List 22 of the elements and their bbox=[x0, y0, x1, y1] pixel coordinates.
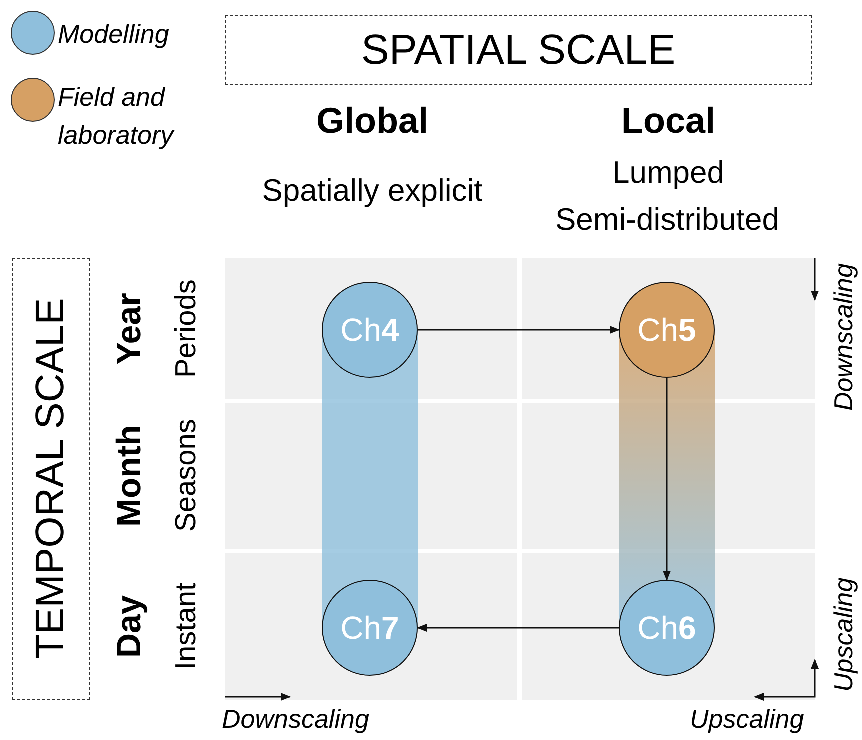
row-heading: Year bbox=[110, 292, 150, 367]
column-heading: Global bbox=[315, 100, 430, 142]
row-subtitle: Periods bbox=[170, 278, 204, 380]
row-heading: Month bbox=[110, 424, 150, 529]
heading-box: TEMPORAL SCALE bbox=[12, 258, 90, 700]
axis-label: Downscaling bbox=[222, 704, 370, 735]
row-heading: Day bbox=[110, 594, 150, 660]
row-subtitle: Seasons bbox=[170, 418, 204, 534]
column-subtitle: Semi-distributed bbox=[554, 202, 780, 238]
arrow bbox=[418, 326, 620, 334]
axis-label: Upscaling bbox=[690, 704, 806, 735]
legend-label: Modelling bbox=[58, 18, 170, 51]
legend-label: Field and laboratory bbox=[58, 81, 176, 152]
arrow bbox=[663, 378, 671, 581]
axis-label: Upscaling bbox=[828, 576, 860, 694]
arrow bbox=[417, 624, 619, 632]
column-subtitle: Lumped bbox=[611, 155, 726, 191]
column-heading: Local bbox=[620, 100, 717, 142]
column-subtitle: Spatially explicit bbox=[261, 173, 484, 209]
row-subtitle: Instant bbox=[170, 582, 204, 672]
heading-box: SPATIAL SCALE bbox=[225, 15, 812, 85]
axis-label: Downscaling bbox=[828, 262, 860, 414]
